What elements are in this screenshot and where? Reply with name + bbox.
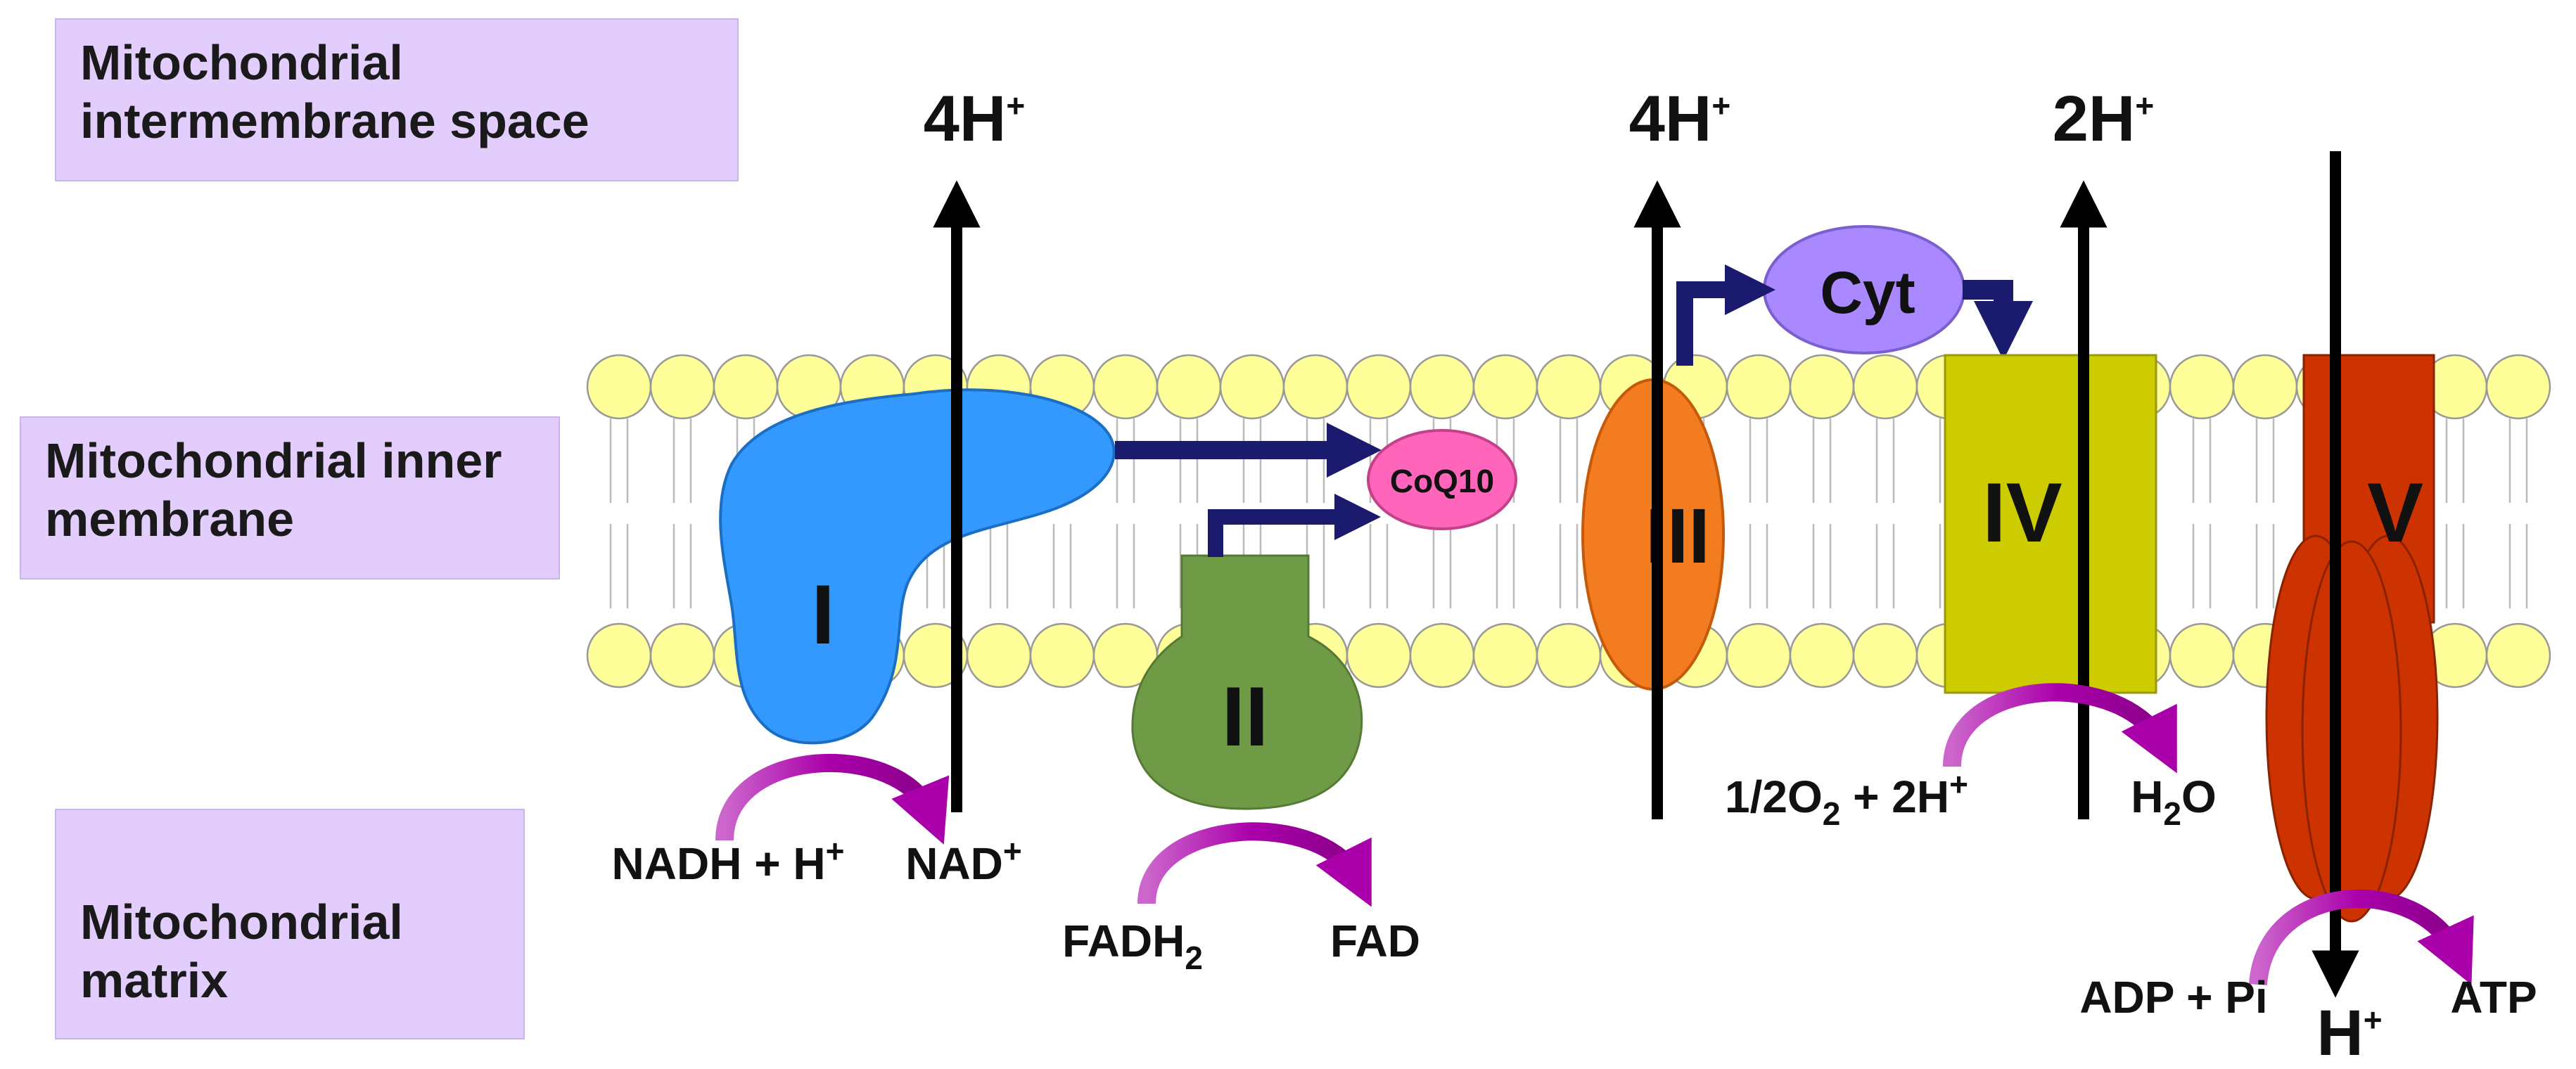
lipid-head (1092, 354, 1159, 420)
atp-label: ATP (2450, 972, 2537, 1023)
proton-label-complex-iv: 2H+ (2053, 83, 2154, 155)
adp-label: ADP + Pi (2079, 972, 2267, 1023)
coq10-label: CoQ10 (1390, 463, 1494, 499)
proton-label-complex-iii: 4H+ (1629, 83, 1730, 155)
lipid-head (649, 622, 715, 689)
lipid-head (2485, 622, 2551, 689)
oxygen-label: 1/2O2 + 2H+ (1725, 766, 1968, 832)
complex-ii (1131, 554, 1363, 810)
lipid-head (2169, 622, 2235, 689)
lipid-head (1852, 354, 1918, 420)
oxygen-base: 1/2O (1725, 772, 1823, 822)
proton-charge-complex-v: + (2364, 1001, 2383, 1038)
lipid-head (586, 622, 652, 689)
lipid-head (1282, 354, 1348, 420)
inner-membrane-label: Mitochondrial inner membrane (20, 416, 560, 580)
reaction-arrow-oxygen (1943, 683, 2177, 774)
lipid-head (2232, 354, 2298, 420)
complex-i (719, 388, 1116, 745)
cyt-label: Cyt (1820, 260, 1915, 326)
complex-v-rotor-center (2301, 540, 2402, 923)
fadh2-base: FADH (1062, 916, 1185, 966)
lipid-head (1472, 354, 1538, 420)
complex-i-label: I (811, 568, 834, 662)
water-label: H2O (2131, 772, 2217, 832)
complex-iv-label: IV (1982, 466, 2062, 560)
lipid-head (713, 354, 779, 420)
electron-arrow-iii-cyt (1676, 264, 1775, 366)
proton-label-complex-i: 4H+ (924, 83, 1025, 155)
electron-arrow-cyt-iv (1963, 280, 2033, 360)
complex-ii-label: II (1222, 670, 1269, 764)
nad-label: NAD+ (905, 833, 1022, 889)
proton-count-complex-iv: 2H (2053, 83, 2136, 155)
lipid-head (1852, 622, 1918, 689)
lipid-head (1726, 622, 1792, 689)
lipid-head (1156, 354, 1222, 420)
fad-label: FAD (1330, 916, 1420, 966)
water-o: O (2181, 772, 2217, 822)
lipid-head (2169, 354, 2235, 420)
complex-v (2265, 354, 2439, 923)
nadh-base: NADH + H (612, 838, 826, 889)
reaction-arrow-fadh2 (1137, 822, 1372, 907)
lipid-head (1346, 622, 1412, 689)
lipid-head (1346, 354, 1412, 420)
reaction-arrow-atp (2249, 890, 2474, 986)
oxygen-protons: + 2H (1840, 772, 1949, 822)
nad-charge: + (1003, 833, 1022, 869)
electron-arrow-ii-coq10 (1208, 494, 1381, 557)
proton-label-complex-v: H+ (2316, 997, 2382, 1069)
fadh2-subscript: 2 (1185, 940, 1203, 976)
lipid-head (1409, 354, 1475, 420)
lipid-head (1789, 354, 1855, 420)
water-subscript: 2 (2163, 795, 2181, 832)
matrix-label: Mitochondrial matrix (55, 809, 525, 1039)
proton-count-complex-iii: 4H (1629, 83, 1712, 155)
proton-count-complex-i: 4H (924, 83, 1007, 155)
lipid-head (1219, 354, 1285, 420)
proton-charge-complex-i: + (1006, 87, 1025, 124)
reaction-arrow-nadh (715, 753, 950, 845)
lipid-head (966, 622, 1032, 689)
matrix-text: Mitochondrial matrix (80, 895, 403, 1008)
proton-charge-complex-iii: + (1711, 87, 1730, 124)
fadh2-label: FADH2 (1062, 916, 1203, 976)
inner-membrane-text: Mitochondrial inner membrane (45, 433, 502, 546)
nadh-charge: + (826, 833, 845, 869)
lipid-head (1029, 622, 1095, 689)
lipid-head (649, 354, 715, 420)
complex-iv (1944, 354, 2157, 694)
lipid-head (1536, 354, 1602, 420)
lipid-head (1726, 354, 1792, 420)
coq10 (1367, 429, 1517, 530)
oxygen-subscript: 2 (1823, 795, 1841, 832)
lipid-head (1472, 622, 1538, 689)
lipid-head (1409, 622, 1475, 689)
lipid-head (586, 354, 652, 420)
oxygen-charge: + (1949, 766, 1968, 802)
water-h: H (2131, 772, 2163, 822)
nadh-label: NADH + H+ (612, 833, 845, 889)
proton-charge-complex-iv: + (2135, 87, 2154, 124)
lipid-head (1789, 622, 1855, 689)
lipid-head (2485, 354, 2551, 420)
nad-base: NAD (905, 838, 1003, 889)
proton-count-complex-v: H (2316, 997, 2363, 1069)
lipid-head (1536, 622, 1602, 689)
intermembrane-space-label: Mitochondrial intermembrane space (55, 18, 739, 181)
complex-v-label: V (2367, 466, 2423, 560)
intermembrane-space-text: Mitochondrial intermembrane space (80, 35, 589, 148)
